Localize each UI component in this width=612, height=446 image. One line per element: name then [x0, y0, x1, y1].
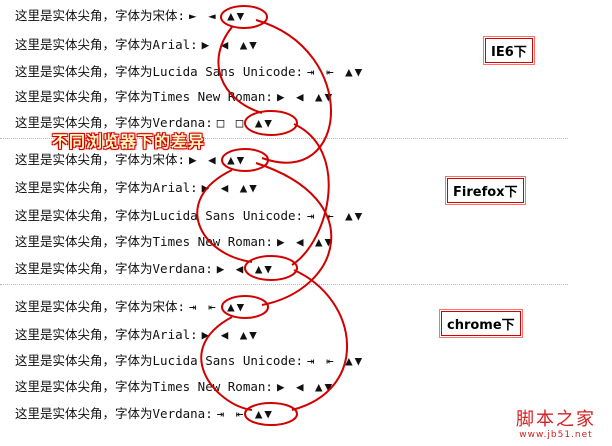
font-name-label: 宋体: [152, 152, 186, 167]
line-prefix: 这里是实体尖角，字体为 [15, 180, 153, 195]
firefox-line-times: 这里是实体尖角，字体为Times New Roman:▶ ◀ ▲▼ [15, 232, 334, 252]
line-prefix: 这里是实体尖角，字体为 [15, 208, 153, 223]
font-name-label: Times New Roman: [152, 234, 273, 249]
browser-label-firefox: Firefox下 [447, 178, 524, 203]
arrow-glyphs: ▶ ◀ ▲▼ [216, 261, 274, 276]
comparison-banner: 不同浏览器下的差异 [52, 132, 206, 151]
line-prefix: 这里是实体尖角，字体为 [15, 152, 153, 167]
arrow-glyphs: ⇥ ⇤ ▲▼ [307, 208, 365, 223]
arrow-glyphs: ▶ ◀ ▲▼ [276, 234, 335, 249]
arrow-glyphs: □ □ ▲▼ [216, 115, 274, 130]
line-prefix: 这里是实体尖角，字体为 [15, 261, 153, 276]
line-prefix: 这里是实体尖角，字体为 [15, 234, 153, 249]
watermark-url: www.jb51.net [519, 430, 593, 440]
arrow-glyphs: ▶ ◀ ▲▼ [276, 89, 335, 104]
firefox-line-lucida: 这里是实体尖角，字体为Lucida Sans Unicode:⇥ ⇤ ▲▼ [15, 206, 364, 226]
line-prefix: 这里是实体尖角，字体为 [15, 37, 153, 52]
font-name-label: Verdana: [152, 406, 213, 421]
section-divider [0, 284, 568, 285]
line-prefix: 这里是实体尖角，字体为 [15, 353, 153, 368]
line-prefix: 这里是实体尖角，字体为 [15, 8, 153, 23]
arrow-glyphs: ► ◄ ▲▼ [189, 8, 247, 23]
browser-label-ie6: IE6下 [485, 38, 533, 63]
line-prefix: 这里是实体尖角，字体为 [15, 327, 153, 342]
font-name-label: Lucida Sans Unicode: [152, 64, 304, 79]
line-prefix: 这里是实体尖角，字体为 [15, 64, 153, 79]
font-name-label: Arial: [152, 37, 198, 52]
arrow-glyphs: ⇥ ⇤ ▲▼ [189, 299, 247, 314]
chrome-line-times: 这里是实体尖角，字体为Times New Roman:▶ ◀ ▲▼ [15, 377, 334, 397]
ie6-line-lucida: 这里是实体尖角，字体为Lucida Sans Unicode:⇥ ⇤ ▲▼ [15, 62, 364, 82]
ie6-line-times: 这里是实体尖角，字体为Times New Roman:▶ ◀ ▲▼ [15, 87, 334, 107]
arrow-glyphs: ⇥ ⇤ ▲▼ [307, 353, 365, 368]
chrome-line-songti: 这里是实体尖角，字体为宋体:⇥ ⇤ ▲▼ [15, 297, 246, 317]
chrome-line-verdana: 这里是实体尖角，字体为Verdana:⇥ ⇤ ▲▼ [15, 404, 274, 424]
line-prefix: 这里是实体尖角，字体为 [15, 115, 153, 130]
arrow-glyphs: ▶ ◀ ▲▼ [201, 37, 259, 52]
font-name-label: Lucida Sans Unicode: [152, 353, 304, 368]
firefox-line-verdana: 这里是实体尖角，字体为Verdana:▶ ◀ ▲▼ [15, 259, 274, 279]
browser-label-chrome: chrome下 [441, 311, 521, 336]
font-name-label: Arial: [152, 180, 198, 195]
firefox-line-arial: 这里是实体尖角，字体为Arial:▶ ◀ ▲▼ [15, 178, 259, 198]
font-name-label: Verdana: [152, 261, 213, 276]
line-prefix: 这里是实体尖角，字体为 [15, 379, 153, 394]
font-name-label: 宋体: [152, 8, 186, 23]
arrow-glyphs: ▶ ◀ ▲▼ [189, 152, 247, 167]
font-name-label: Times New Roman: [152, 379, 273, 394]
arrow-glyphs: ▶ ◀ ▲▼ [276, 379, 335, 394]
chrome-line-lucida: 这里是实体尖角，字体为Lucida Sans Unicode:⇥ ⇤ ▲▼ [15, 351, 364, 371]
font-name-label: Verdana: [152, 115, 213, 130]
site-watermark: 脚本之家 www.jb51.net [516, 409, 596, 441]
ie6-line-arial: 这里是实体尖角，字体为Arial:▶ ◀ ▲▼ [15, 35, 259, 55]
arrow-glyphs: ⇥ ⇤ ▲▼ [307, 64, 365, 79]
font-name-label: Arial: [152, 327, 198, 342]
line-prefix: 这里是实体尖角，字体为 [15, 89, 153, 104]
font-name-label: Times New Roman: [152, 89, 273, 104]
line-prefix: 这里是实体尖角，字体为 [15, 406, 153, 421]
font-name-label: 宋体: [152, 299, 186, 314]
ie6-line-songti: 这里是实体尖角，字体为宋体:► ◄ ▲▼ [15, 6, 246, 26]
watermark-title: 脚本之家 [516, 409, 596, 430]
chrome-line-arial: 这里是实体尖角，字体为Arial:▶ ◀ ▲▼ [15, 325, 259, 345]
arrow-glyphs: ▶ ◀ ▲▼ [201, 327, 259, 342]
font-name-label: Lucida Sans Unicode: [152, 208, 304, 223]
firefox-line-songti: 这里是实体尖角，字体为宋体:▶ ◀ ▲▼ [15, 150, 246, 170]
arrow-glyphs: ⇥ ⇤ ▲▼ [216, 406, 274, 421]
line-prefix: 这里是实体尖角，字体为 [15, 299, 153, 314]
arrow-glyphs: ▶ ◀ ▲▼ [201, 180, 259, 195]
